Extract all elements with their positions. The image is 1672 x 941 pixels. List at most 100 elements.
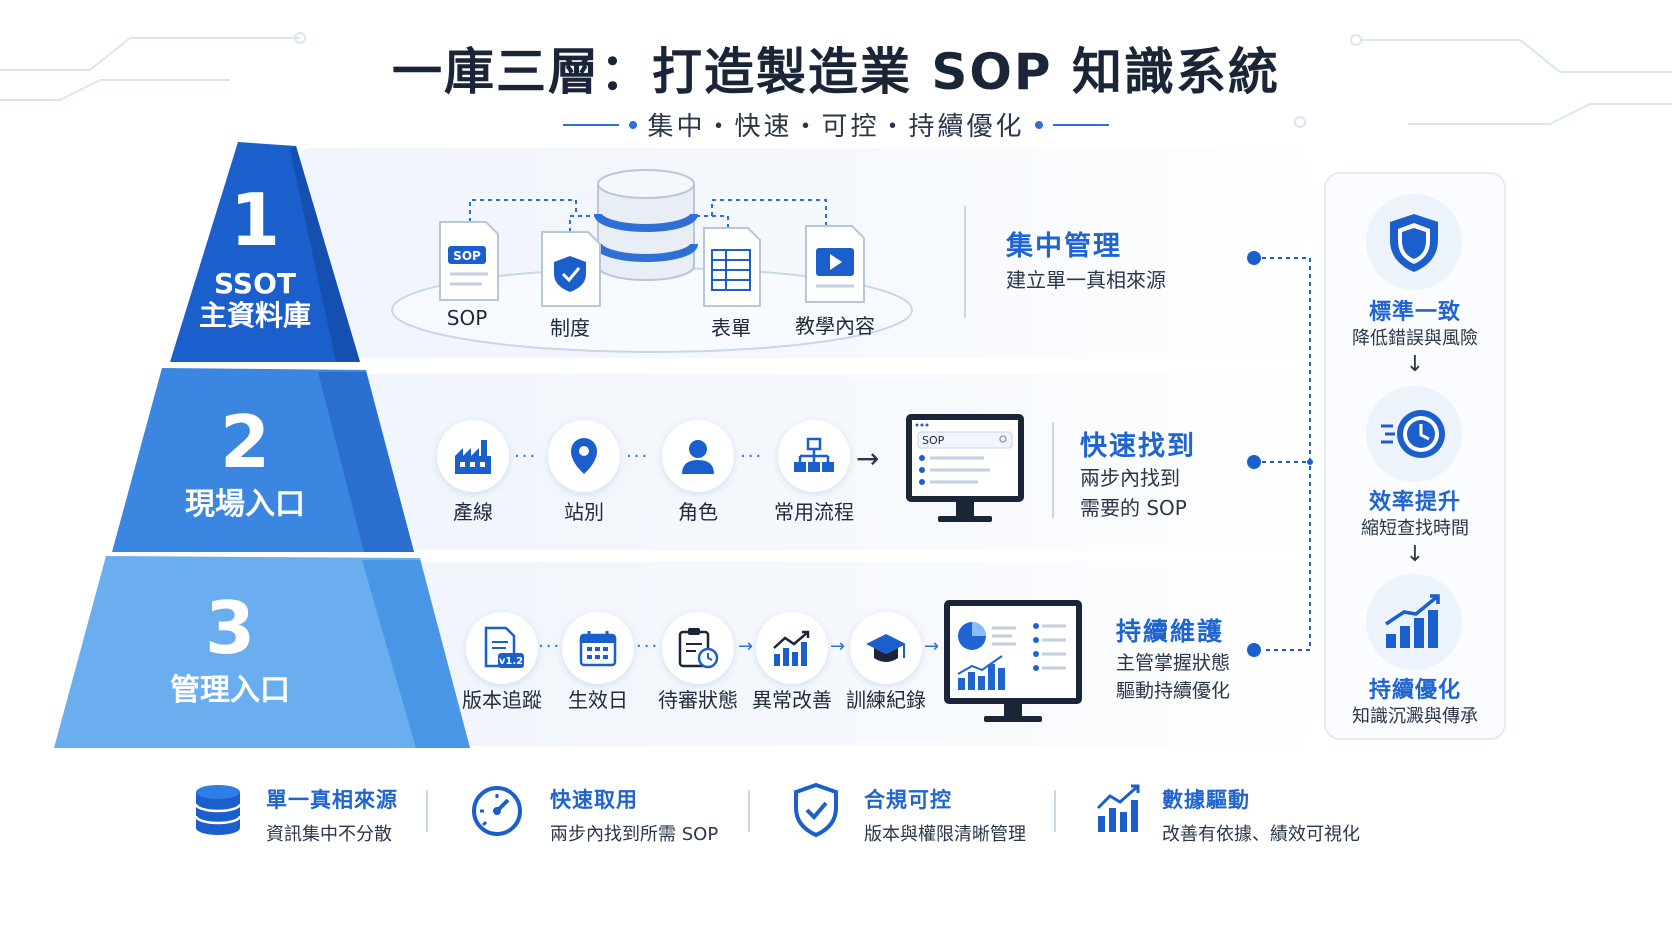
tier2-divider xyxy=(1052,422,1054,518)
sop-document-icon: SOP xyxy=(439,221,499,301)
tier3-connector-arrow: → xyxy=(738,636,756,657)
arrow-down-icon: ↓ xyxy=(1405,352,1425,377)
tier1-pyramid-shape xyxy=(170,142,360,362)
trend-icon-circle xyxy=(756,612,828,684)
shield-document-icon xyxy=(541,231,601,307)
tier3-label: 管理入口 xyxy=(170,673,290,708)
tier1-item-label-sop: SOP xyxy=(446,306,488,330)
clipboard-clock-icon xyxy=(678,628,719,669)
footer-desc-data-driven: 改善有依據、績效可視化 xyxy=(1162,824,1360,845)
tier3-item-label-review: 待審狀態 xyxy=(658,688,738,712)
tier3-desc-line2: 驅動持續優化 xyxy=(1116,680,1231,702)
tier1-divider xyxy=(964,206,966,318)
monitor-sop-text: SOP xyxy=(922,434,945,447)
location-icon-circle xyxy=(548,420,620,492)
svg-text:SOP: SOP xyxy=(453,249,481,263)
tier2-item-label-line: 產線 xyxy=(453,500,493,524)
factory-icon-circle xyxy=(437,420,509,492)
footer-item-quick-access: 快速取用 兩步內找到所需 SOP xyxy=(550,784,718,846)
trend-chart-icon xyxy=(773,630,810,666)
tier2-item-label-station: 站別 xyxy=(564,500,604,524)
subtitle-right-line xyxy=(1034,120,1109,129)
arrow-right-icon: → xyxy=(856,442,880,475)
version-badge-text: v1.2 xyxy=(499,656,523,667)
tier1-label-group: 1 SSOT 主資料庫 xyxy=(190,178,320,332)
tier2-connector-dots: ··· xyxy=(740,446,764,467)
subtitle-left-line xyxy=(563,120,638,129)
tier3-label-group: 3 管理入口 xyxy=(140,586,320,709)
shield-icon xyxy=(1390,214,1438,272)
footer-divider xyxy=(1054,790,1056,832)
benefit-title-optimization: 持續優化 xyxy=(1368,678,1461,703)
benefit-title-efficiency: 效率提升 xyxy=(1368,490,1461,515)
tier1-title: 集中管理 xyxy=(1006,231,1122,262)
footer-item-compliance: 合規可控 版本與權限清晰管理 xyxy=(864,784,1026,846)
pyramid-diagram xyxy=(54,142,470,748)
decorative-circuit-lines xyxy=(0,32,1672,128)
footer-speedometer-icon xyxy=(472,786,522,836)
graduation-cap-icon xyxy=(866,634,906,662)
factory-icon xyxy=(455,440,491,474)
tier3-connector-arrow: → xyxy=(924,636,940,657)
clipboard-icon-circle xyxy=(662,612,734,684)
footer-title-data-driven: 數據驅動 xyxy=(1162,788,1250,812)
form-document-icon xyxy=(703,227,761,307)
page-title: 一庫三層：打造製造業 SOP 知識系統 xyxy=(392,43,1280,101)
user-icon-circle xyxy=(662,420,734,492)
footer-desc-single-source: 資訊集中不分散 xyxy=(266,824,392,845)
footer-desc-compliance: 版本與權限清晰管理 xyxy=(864,824,1026,845)
page-subtitle: 集中・快速・可控・持續優化 xyxy=(647,112,1025,142)
growth-icon-circle xyxy=(1366,574,1462,670)
tier3-item-label-improve: 異常改善 xyxy=(752,688,832,712)
video-document-icon xyxy=(805,225,865,303)
flowchart-icon xyxy=(794,437,834,472)
tier2-title: 快速找到 xyxy=(1080,431,1196,462)
tier1-desc: 建立單一真相來源 xyxy=(1006,268,1166,292)
tier1-label-line2: 主資料庫 xyxy=(198,299,311,333)
shield-icon-circle xyxy=(1366,194,1462,290)
tier3-title: 持續維護 xyxy=(1116,617,1225,646)
benefit-desc-consistency: 降低錯誤與風險 xyxy=(1352,328,1478,349)
tier1-item-label-form: 表單 xyxy=(711,316,751,340)
tier2-label-group: 2 現場入口 xyxy=(160,400,330,523)
tier2-item-label-flow: 常用流程 xyxy=(774,500,854,524)
tier3-item-label-effective: 生效日 xyxy=(568,688,628,712)
tier2-number: 2 xyxy=(219,400,271,484)
footer-title-quick-access: 快速取用 xyxy=(550,788,638,812)
subtitle-row: 集中・快速・可控・持續優化 xyxy=(0,106,1672,143)
clock-icon-circle xyxy=(1366,386,1462,482)
footer-title-single-source: 單一真相來源 xyxy=(266,788,398,812)
tier1-number: 1 xyxy=(229,178,281,262)
calendar-icon-circle xyxy=(562,612,634,684)
benefit-title-consistency: 標準一致 xyxy=(1368,300,1461,325)
footer-desc-quick-access: 兩步內找到所需 SOP xyxy=(550,824,719,845)
footer-item-single-source: 單一真相來源 資訊集中不分散 xyxy=(266,784,398,846)
benefit-desc-efficiency: 縮短查找時間 xyxy=(1361,518,1469,539)
tier3-connector-dots: ··· xyxy=(538,636,562,657)
footer-divider xyxy=(748,790,750,832)
clock-icon xyxy=(1381,410,1445,458)
tier2-item-label-role: 角色 xyxy=(678,500,718,524)
tier2-desc-line1: 兩步內找到 xyxy=(1080,466,1180,490)
arrow-down-icon: ↓ xyxy=(1405,542,1425,567)
tier3-desc-line1: 主管掌握狀態 xyxy=(1116,652,1231,674)
user-icon xyxy=(682,440,714,474)
tier1-item-label-policy: 制度 xyxy=(550,316,590,340)
graduation-icon-circle xyxy=(850,612,922,684)
tier3-number: 3 xyxy=(204,586,256,670)
benefit-desc-optimization: 知識沉澱與傳承 xyxy=(1352,706,1478,727)
location-pin-icon xyxy=(571,438,597,474)
footer-title-compliance: 合規可控 xyxy=(864,788,952,812)
database-icon xyxy=(594,169,698,281)
tier2-label: 現場入口 xyxy=(185,487,305,522)
tier3-connector-arrow: → xyxy=(830,636,848,657)
tier1-item-label-tutorial: 教學內容 xyxy=(795,314,875,338)
flowchart-icon-circle xyxy=(778,420,850,492)
tier3-item-label-training: 訓練紀錄 xyxy=(846,688,926,712)
footer-divider xyxy=(426,790,428,832)
tier1-repository-graphic: SOP xyxy=(391,169,913,353)
calendar-icon xyxy=(579,631,617,667)
tier3-item-label-version: 版本追蹤 xyxy=(462,688,542,712)
tier2-connector-dots: ··· xyxy=(626,446,650,467)
tier1-label-line1: SSOT xyxy=(214,267,296,300)
